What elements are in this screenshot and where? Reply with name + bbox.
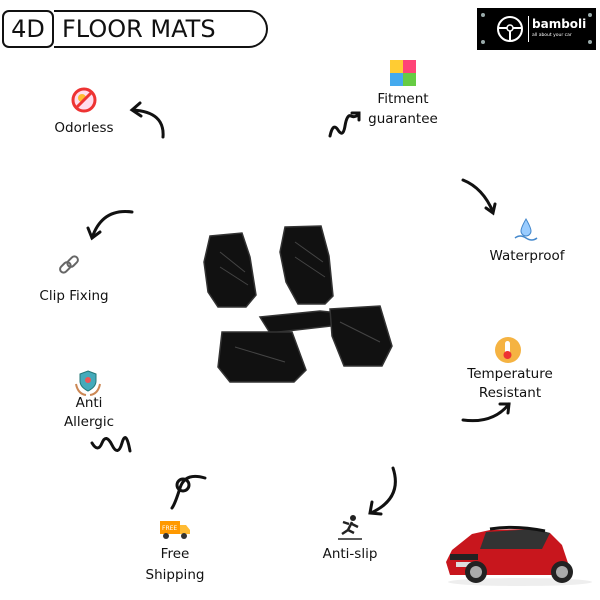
arrow-waterproof bbox=[461, 178, 495, 214]
brand-logo: bamboli all about your car bbox=[477, 8, 596, 50]
car-image bbox=[446, 525, 592, 586]
feature-shipping-line1: Free bbox=[160, 546, 190, 562]
logo-name: bamboli bbox=[532, 17, 587, 31]
arrow-clip bbox=[90, 210, 134, 240]
steering-wheel-icon bbox=[497, 16, 523, 42]
arrow-fitment bbox=[328, 112, 361, 138]
thermometer-icon bbox=[495, 337, 521, 363]
feature-anti-slip: Anti-slip bbox=[322, 546, 378, 562]
feature-temperature-line1: Temperature bbox=[467, 366, 553, 382]
arrow-shipping bbox=[170, 474, 207, 510]
slipping-person-icon bbox=[338, 515, 362, 540]
puzzle-icon bbox=[390, 60, 416, 86]
water-drop-icon bbox=[514, 217, 538, 241]
chain-link-icon bbox=[59, 255, 79, 274]
feature-waterproof: Waterproof bbox=[489, 248, 565, 264]
arrow-allergic bbox=[90, 436, 132, 453]
hands-shield-icon bbox=[75, 370, 101, 396]
logo-tagline: all about your car bbox=[532, 33, 572, 38]
badge-4d: 4D bbox=[2, 10, 54, 48]
arrow-odorless bbox=[131, 108, 165, 139]
no-odor-icon bbox=[71, 87, 97, 113]
feature-anti-allergic-line2: Allergic bbox=[63, 414, 115, 430]
delivery-truck-icon: FREE bbox=[160, 521, 190, 539]
feature-odorless: Odorless bbox=[54, 120, 114, 136]
feature-fitment-line2: guarantee bbox=[368, 111, 438, 127]
feature-fitment-line1: Fitment bbox=[377, 91, 429, 107]
page-title: FLOOR MATS bbox=[54, 10, 268, 48]
feature-shipping-line2: Shipping bbox=[145, 567, 205, 583]
floor-mats-image bbox=[203, 225, 393, 383]
feature-temperature-line2: Resistant bbox=[478, 385, 542, 401]
arrow-anti-slip bbox=[369, 466, 397, 515]
arrow-temperature bbox=[461, 402, 511, 423]
feature-clip-fixing: Clip Fixing bbox=[39, 288, 109, 304]
free-badge-text: FREE bbox=[162, 525, 177, 532]
feature-anti-allergic-line1: Anti bbox=[75, 395, 103, 411]
